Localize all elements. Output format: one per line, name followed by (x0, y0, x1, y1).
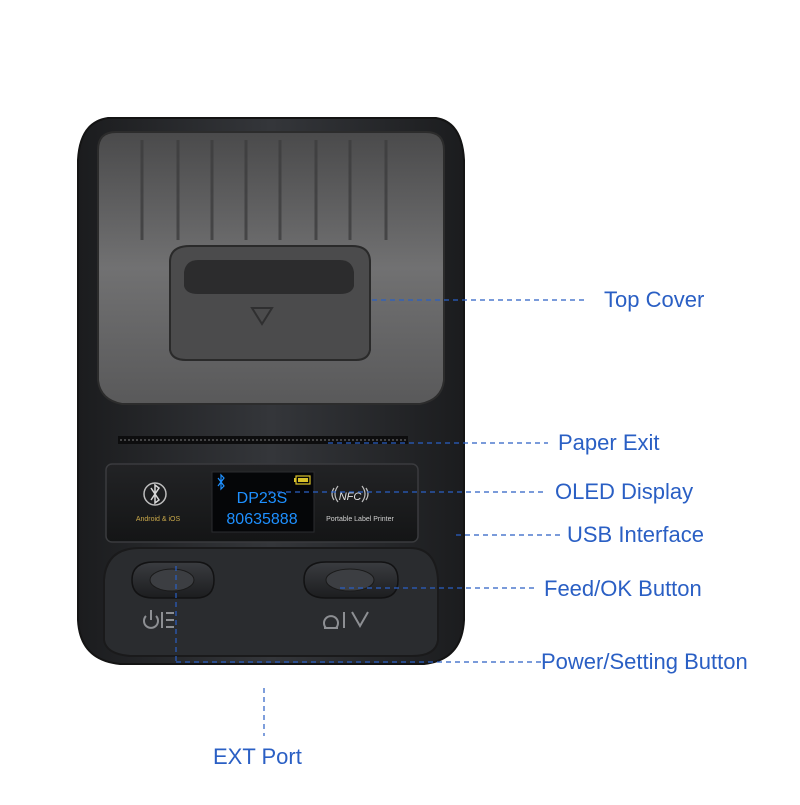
oled-bluetooth-icon (217, 473, 225, 491)
power-button-pad (149, 568, 195, 592)
paper-exit-slot (118, 436, 408, 444)
callout-oled-display: OLED Display (555, 479, 694, 504)
power-icon (143, 610, 174, 629)
feed-button-pad (325, 568, 375, 592)
callout-power-setting-button: Power/Setting Button (541, 649, 748, 674)
oled-serial-text: 80635888 (226, 511, 297, 528)
battery-icon (294, 475, 311, 485)
oled-display (211, 471, 315, 533)
callout-feed-ok-button: Feed/OK Button (544, 576, 702, 601)
callout-paper-exit: Paper Exit (558, 430, 660, 455)
nfc-icon (331, 485, 369, 503)
callout-usb-interface: USB Interface (567, 522, 704, 547)
callout-ext-port: EXT Port (213, 744, 302, 769)
cover-ribs (140, 140, 388, 240)
bluetooth-icon (143, 482, 167, 506)
compat-label: Android & iOS (136, 516, 181, 523)
oled-model-text: DP23S (237, 490, 288, 507)
leader-lines (175, 299, 585, 736)
latch-arrow-icon (250, 307, 274, 326)
nfc-label: NFC (339, 491, 362, 503)
callout-top-cover: Top Cover (604, 287, 705, 312)
feed-icon (323, 611, 369, 629)
latch-grip (184, 260, 354, 294)
product-label: Portable Label Printer (326, 516, 394, 523)
